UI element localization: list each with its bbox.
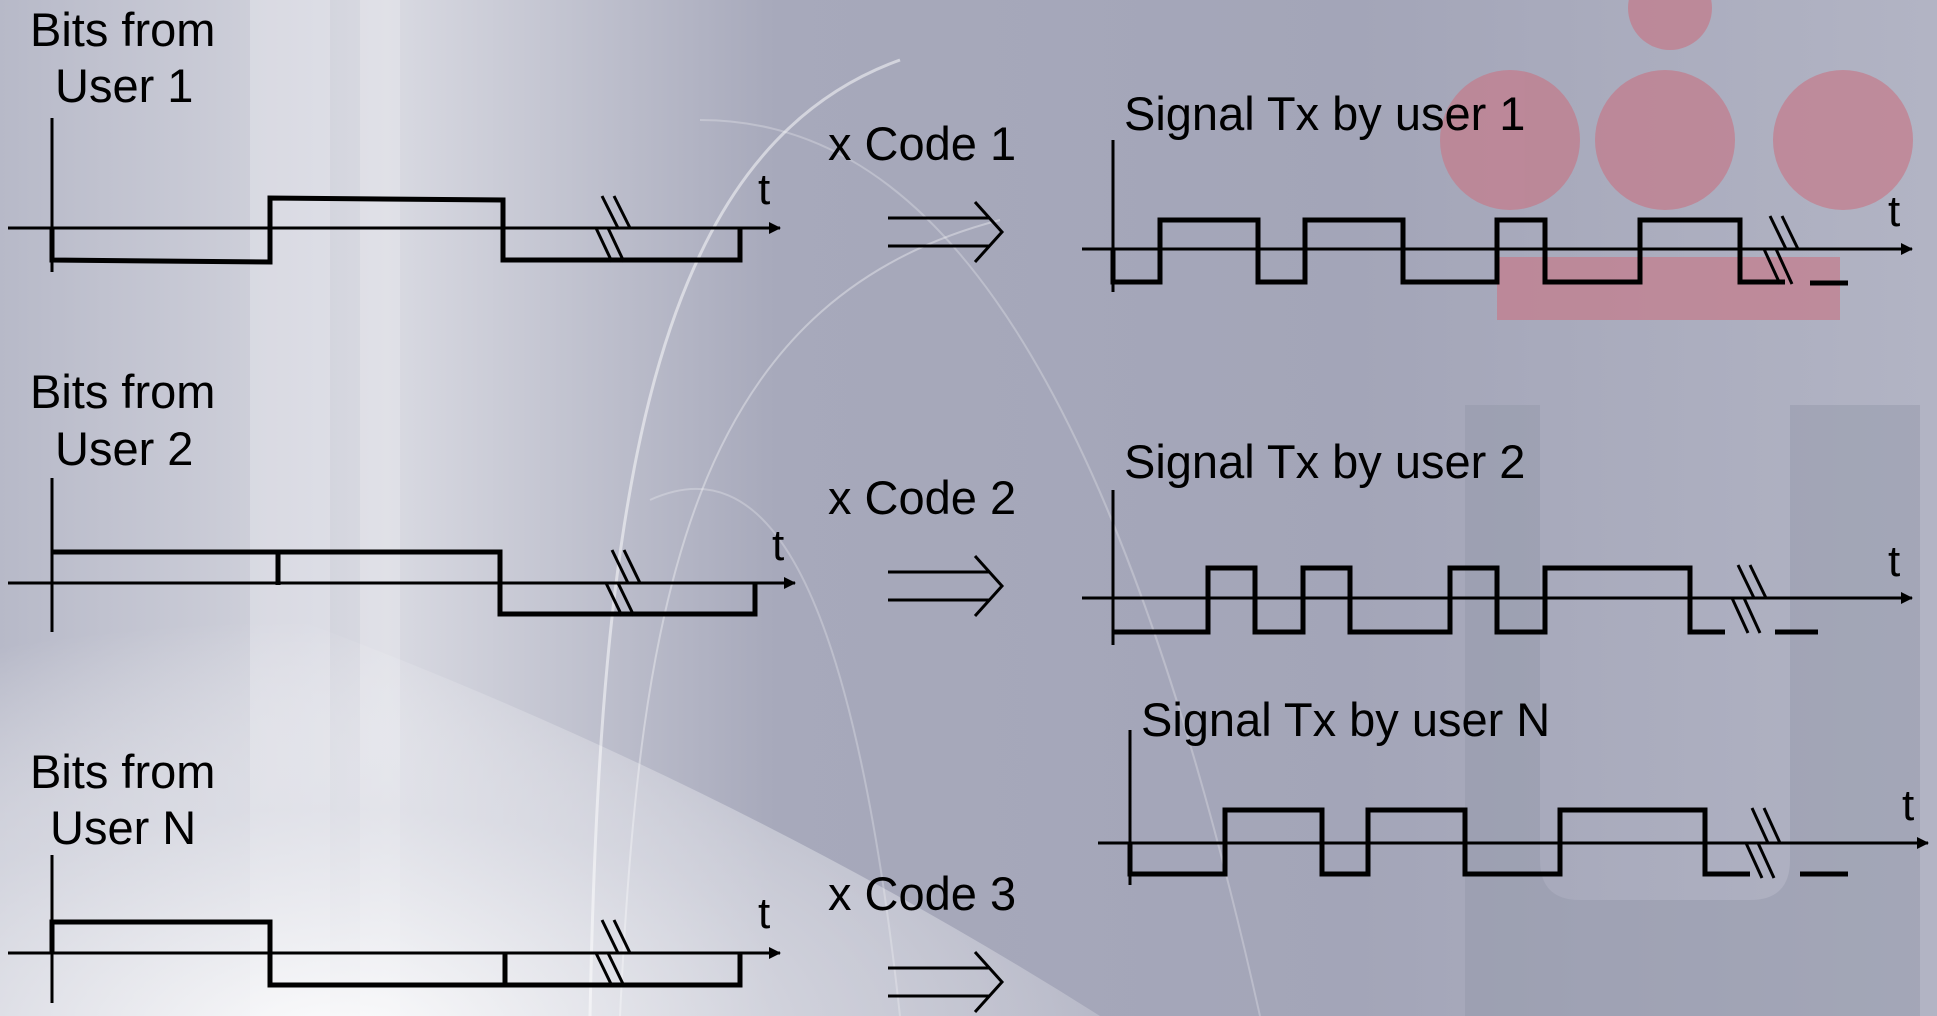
output-signal-2 bbox=[1113, 565, 1725, 635]
code-label-2: x Code 2 bbox=[828, 471, 1017, 524]
output-title-user-1: Signal Tx by user 1 bbox=[1124, 87, 1526, 140]
input-label-user-n-line-1: Bits from bbox=[30, 745, 216, 798]
output-waveform-user-2 bbox=[1082, 490, 1913, 645]
input-axis-t-label-1: t bbox=[758, 165, 771, 214]
output-break-3 bbox=[1743, 807, 1783, 879]
implies-arrow-1 bbox=[888, 200, 1005, 264]
input-label-user-1-line-1: Bits from bbox=[30, 3, 216, 56]
input-waveform-user-2 bbox=[8, 478, 796, 632]
implies-arrow-2 bbox=[888, 554, 1005, 618]
output-axis-t-label-1: t bbox=[1888, 187, 1901, 236]
input-signal-2 bbox=[52, 549, 758, 617]
axis-break-1 bbox=[593, 195, 633, 263]
output-signal-1 bbox=[1110, 217, 1785, 285]
output-waveform-user-n bbox=[1098, 730, 1929, 885]
output-axis-t-label-2: t bbox=[1888, 537, 1901, 586]
input-signal-1 bbox=[49, 195, 743, 265]
code-label-1: x Code 1 bbox=[828, 117, 1017, 170]
input-waveform-user-n bbox=[8, 855, 781, 1003]
input-signal-3 bbox=[49, 919, 743, 988]
output-axis-t-label-3: t bbox=[1902, 781, 1915, 830]
output-signal-3 bbox=[1127, 807, 1750, 877]
axis-break-2 bbox=[603, 549, 643, 617]
output-break-1 bbox=[1761, 215, 1801, 285]
input-label-user-1-line-2: User 1 bbox=[55, 59, 194, 112]
axis-break-3 bbox=[593, 919, 633, 987]
input-label-user-n-line-2: User N bbox=[50, 801, 197, 854]
input-label-user-2-line-1: Bits from bbox=[30, 365, 216, 418]
implies-arrow-3 bbox=[888, 950, 1005, 1014]
input-label-user-2-line-2: User 2 bbox=[55, 422, 194, 475]
input-axis-t-label-3: t bbox=[758, 889, 771, 938]
input-axis-t-label-2: t bbox=[772, 521, 785, 570]
output-title-user-n: Signal Tx by user N bbox=[1141, 693, 1551, 746]
output-waveform-user-1 bbox=[1082, 140, 1913, 292]
code-label-3: x Code 3 bbox=[828, 867, 1017, 920]
output-title-user-2: Signal Tx by user 2 bbox=[1124, 435, 1526, 488]
input-waveform-user-1 bbox=[8, 118, 781, 272]
output-break-2 bbox=[1729, 564, 1769, 634]
